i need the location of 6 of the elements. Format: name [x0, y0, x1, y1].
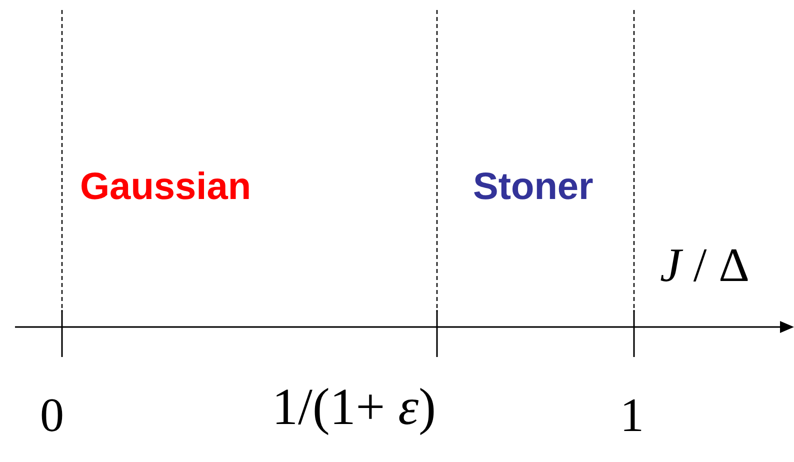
region-label: Stoner — [473, 168, 594, 206]
axis-label: J / Δ — [660, 242, 750, 290]
tick-label: 0 — [40, 392, 64, 440]
tick-label: 1 — [620, 392, 644, 440]
tick-label: 1/(1+ ε) — [272, 382, 436, 434]
region-label: Gaussian — [80, 168, 252, 206]
